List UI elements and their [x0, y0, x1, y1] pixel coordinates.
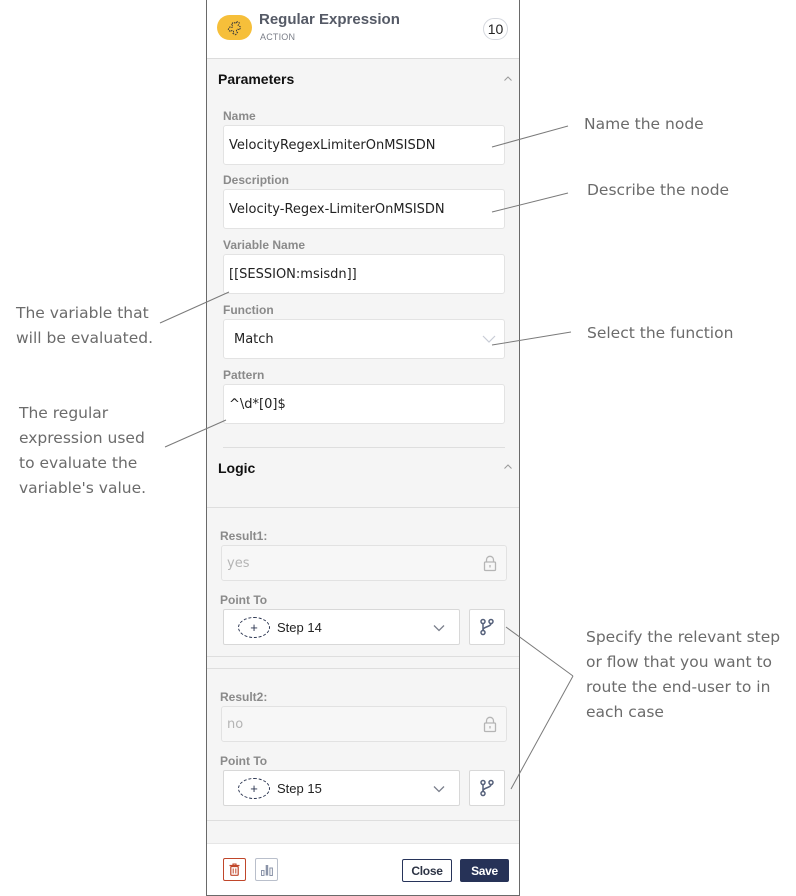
annotation-line: to evaluate the [19, 454, 138, 472]
result1-value: yes [227, 555, 250, 571]
lock-icon [483, 555, 497, 572]
chevron-up-icon[interactable] [503, 74, 513, 84]
branch-flow-button-2[interactable] [469, 770, 505, 806]
annotation-line: expression used [19, 429, 145, 447]
annotation-line: The variable that [16, 304, 149, 322]
result-divider [207, 820, 519, 821]
name-input[interactable]: VelocityRegexLimiterOnMSISDN [223, 125, 505, 165]
description-input[interactable]: Velocity-Regex-LimiterOnMSISDN [223, 189, 505, 229]
annotation-line: The regular [19, 404, 109, 422]
function-select[interactable]: Match [223, 319, 505, 359]
save-button[interactable]: Save [460, 859, 509, 882]
add-step-icon: + [238, 778, 270, 799]
logic-section-title: Logic [218, 460, 256, 476]
pattern-input[interactable]: ^\d*[0]$ [223, 384, 505, 424]
step-number-badge: 10 [483, 18, 508, 40]
description-label: Description [223, 173, 290, 187]
result1-label: Result1: [220, 529, 268, 543]
point-to-value: Step 15 [277, 781, 322, 796]
annotation-pattern: The regular expression used to evaluate … [19, 401, 146, 501]
panel-footer: Close Save [207, 843, 519, 895]
point-to-select-2[interactable]: + Step 15 [223, 770, 460, 806]
trash-icon [229, 863, 240, 876]
result-divider [207, 656, 519, 657]
pattern-label: Pattern [223, 368, 265, 382]
node-title: Regular Expression [259, 11, 400, 28]
point-to-value: Step 14 [277, 620, 322, 635]
logic-divider [207, 507, 519, 508]
chevron-down-icon [433, 625, 445, 632]
git-branch-icon [480, 618, 494, 636]
annotation-line: variable's value. [19, 479, 147, 497]
result2-input: no [221, 706, 507, 742]
chevron-down-icon [482, 335, 496, 343]
result1-input: yes [221, 545, 507, 581]
chevron-down-icon [433, 786, 445, 793]
parameters-section-title: Parameters [218, 71, 295, 87]
analytics-button[interactable] [255, 858, 278, 881]
annotation-variable: The variable that will be evaluated. [16, 301, 153, 351]
branch-flow-button-1[interactable] [469, 609, 505, 645]
node-type-badge [217, 15, 252, 40]
git-branch-icon [480, 779, 494, 797]
annotation-line: Specify the relevant step [586, 628, 781, 646]
function-select-value: Match [234, 331, 274, 347]
annotation-name: Name the node [584, 115, 704, 133]
panel-header: Regular Expression ACTION 10 [207, 0, 519, 59]
result-divider [207, 668, 519, 669]
lock-icon [483, 716, 497, 733]
bar-chart-icon [260, 864, 273, 876]
annotation-line: each case [586, 703, 664, 721]
add-step-icon: + [238, 617, 270, 638]
point-to-label: Point To [220, 593, 268, 607]
result2-label: Result2: [220, 690, 268, 704]
point-to-select-1[interactable]: + Step 14 [223, 609, 460, 645]
annotation-line: route the end-user to in [586, 678, 771, 696]
annotation-point-to: Specify the relevant step or flow that y… [586, 625, 780, 725]
close-button[interactable]: Close [402, 859, 452, 882]
variable-name-label: Variable Name [223, 238, 306, 252]
annotation-line: will be evaluated. [16, 329, 154, 347]
node-type-label: ACTION [260, 32, 296, 42]
name-label: Name [223, 109, 256, 123]
chevron-up-icon[interactable] [503, 462, 513, 472]
annotation-line: or flow that you want to [586, 653, 773, 671]
node-settings-panel: Regular Expression ACTION 10 Parameters … [206, 0, 520, 896]
annotation-description: Describe the node [587, 181, 730, 199]
delete-button[interactable] [223, 858, 246, 881]
variable-name-input[interactable]: [[SESSION:msisdn]] [223, 254, 505, 294]
section-divider [223, 447, 505, 448]
result2-value: no [227, 716, 244, 732]
point-to-label: Point To [220, 754, 268, 768]
puzzle-icon [227, 20, 241, 35]
annotation-function: Select the function [587, 324, 734, 342]
function-label: Function [223, 303, 274, 317]
